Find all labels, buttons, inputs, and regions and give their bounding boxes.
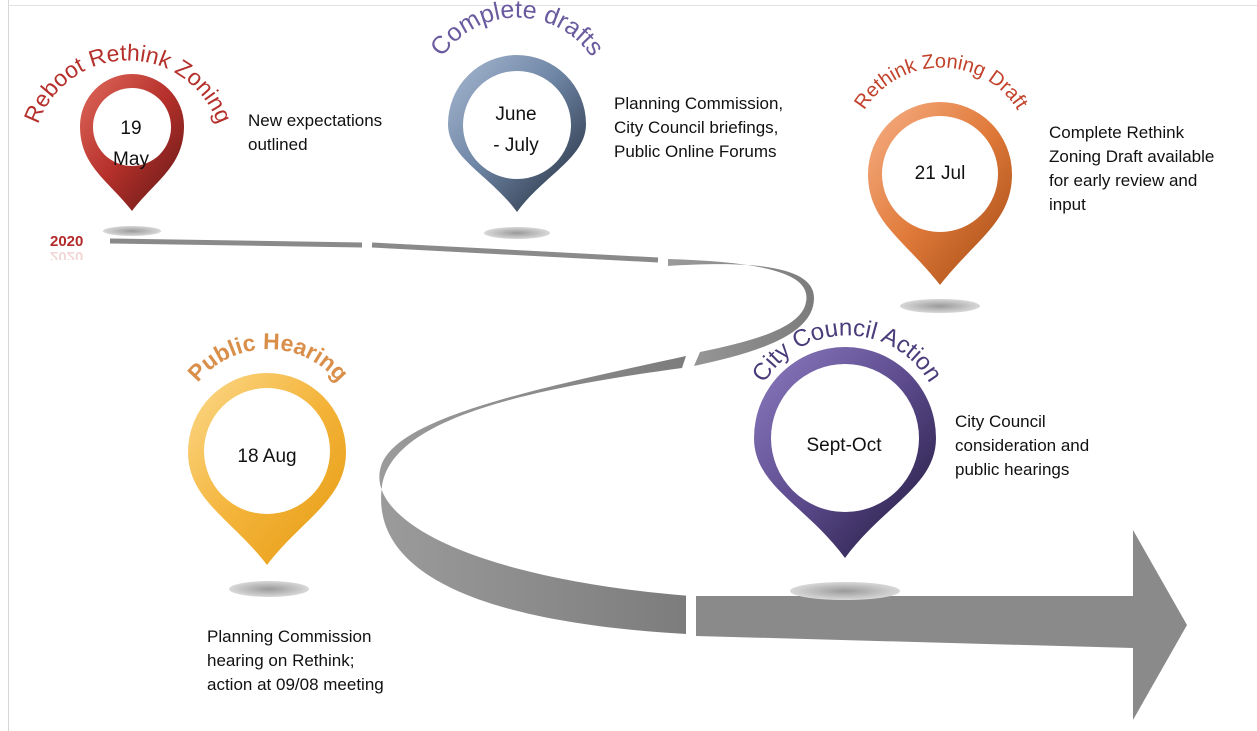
map-pin-council-icon	[754, 347, 936, 558]
pin-date-drafts-line1: June	[495, 104, 536, 125]
description-line: New expectations	[248, 111, 383, 130]
description-line: hearing on Rethink;	[207, 651, 355, 670]
year-label-reflection: 2020	[50, 252, 83, 260]
pin-date-reboot-line1: 19	[120, 118, 141, 139]
description-line: public hearings	[955, 460, 1070, 479]
pin-shadow-rethink	[900, 299, 980, 313]
pin-date-hearing: 18 Aug	[237, 446, 296, 467]
pin-shadow-hearing	[229, 581, 309, 597]
milestone-description-reboot: New expectations outlined	[248, 109, 382, 157]
pin-shadow-drafts	[484, 227, 550, 239]
frame-border-top	[8, 5, 1257, 6]
frame-border-left	[8, 0, 9, 731]
milestone-description-council: City Council consideration and public he…	[955, 410, 1089, 482]
map-pin-hearing-icon	[188, 373, 346, 565]
pin-date-rethink: 21 Jul	[915, 163, 966, 184]
milestone-description-rethink: Complete Rethink Zoning Draft available …	[1049, 121, 1214, 217]
timeline-road	[109, 238, 1187, 720]
pin-shadow-reboot	[103, 226, 161, 236]
description-line: City Council	[955, 412, 1046, 431]
milestone-description-drafts: Planning Commission, City Council briefi…	[614, 92, 783, 164]
description-line: Zoning Draft available	[1049, 147, 1215, 166]
description-line: City Council briefings,	[614, 118, 779, 137]
milestone-title-drafts: Complete drafts	[425, 0, 610, 61]
milestone-description-hearing: Planning Commission hearing on Rethink; …	[207, 625, 384, 697]
pin-date-drafts-line2: - July	[493, 135, 539, 156]
description-line: outlined	[248, 135, 308, 154]
description-line: action at 09/08 meeting	[207, 675, 384, 694]
description-line: input	[1049, 195, 1086, 214]
description-line: Planning Commission,	[614, 94, 784, 113]
description-line: consideration and	[955, 436, 1090, 455]
year-label: 2020	[50, 233, 84, 250]
pin-shadow-council	[790, 582, 900, 600]
pin-date-council: Sept-Oct	[807, 435, 883, 456]
description-line: Complete Rethink	[1049, 123, 1185, 142]
description-line: Planning Commission	[207, 627, 372, 646]
map-pin-reboot-icon	[80, 74, 184, 211]
pin-date-reboot-line2: May	[113, 149, 149, 170]
description-line: Public Online Forums	[614, 142, 777, 161]
map-pin-rethink-icon	[868, 102, 1012, 285]
description-line: for early review and	[1049, 171, 1198, 190]
map-pin-drafts-icon	[448, 55, 586, 212]
